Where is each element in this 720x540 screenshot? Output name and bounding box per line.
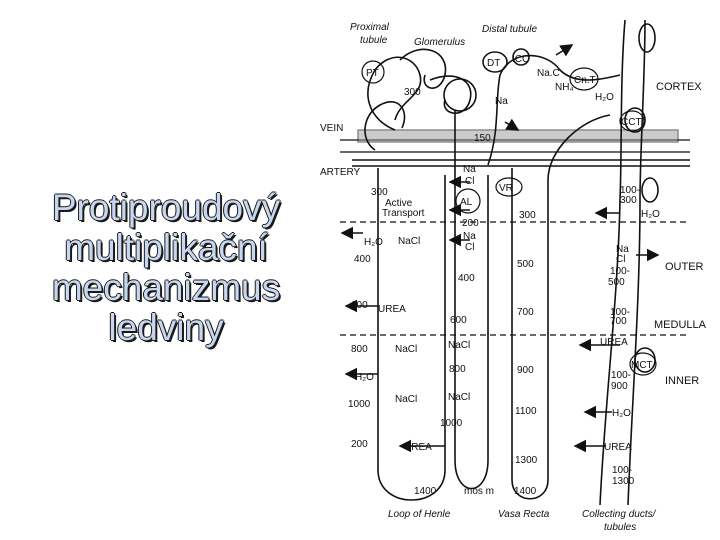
medulla-label: MEDULLA: [654, 319, 707, 331]
mct-label: MCT: [631, 360, 653, 371]
nacl-label-5: NaCl: [448, 392, 470, 403]
osm-vr-1100: 1100: [515, 406, 537, 417]
h2o-label-5: H₂O: [612, 408, 631, 419]
urea-label-2: UREA: [404, 442, 432, 453]
nacl-label-2: NaCl: [395, 344, 417, 355]
osm-vr-700: 700: [517, 307, 534, 318]
glomerulus-label: Glomerulus: [414, 37, 465, 48]
urea-label-4: UREA: [604, 442, 632, 453]
cct-label: CCT: [621, 117, 642, 128]
nh4-label: NH₄: [555, 82, 574, 93]
osm-al-200: 200: [462, 218, 479, 229]
cnt-label: Cn.T: [574, 75, 596, 86]
urea-label-3: UREA: [600, 337, 628, 348]
icc-label: ICC: [512, 54, 529, 65]
osm-al-600: 600: [450, 315, 467, 326]
tubules-label: tubules: [604, 522, 636, 533]
proximal-label: Proximal: [350, 22, 390, 33]
vein-band: [358, 130, 678, 142]
dt-label: DT: [487, 58, 500, 69]
h2o-label-3: H₂O: [595, 92, 614, 103]
cl-label-4: Cl: [616, 254, 625, 265]
osm-dt-150: 150: [474, 133, 491, 144]
osm-vr-500: 500: [517, 259, 534, 270]
osm-left-400: 400: [354, 254, 371, 265]
pt-label: PT: [366, 68, 379, 79]
nacl-label-4: NaCl: [448, 340, 470, 351]
osm-cd-100-b: 100-: [610, 266, 630, 277]
vein-label: VEIN: [320, 123, 343, 134]
vasa-recta-label: Vasa Recta: [498, 509, 550, 520]
osm-cd-700: 700: [610, 316, 627, 327]
cl-label-1: Cl: [465, 176, 474, 187]
osm-vr-300: 300: [519, 210, 536, 221]
artery-label: ARTERY: [320, 167, 361, 178]
osm-cd-100-e: 100-: [612, 465, 632, 476]
nacl-label-1: NaCl: [398, 236, 420, 247]
nacl-dt-arrow: [505, 122, 518, 130]
nac-label: Na.C: [537, 68, 560, 79]
icc-arrow: [556, 45, 572, 55]
osm-pt-300: 300: [404, 87, 421, 98]
h2o-label-1: H₂O: [364, 237, 383, 248]
osm-bottom-1400: 1400: [414, 486, 437, 497]
osm-cd-1300: 1300: [612, 476, 635, 487]
inner-label: INNER: [665, 375, 699, 387]
active-transport-label-2: Transport: [382, 208, 425, 219]
osm-vr-1400: 1400: [514, 486, 537, 497]
al-label: AL: [460, 197, 473, 208]
cortex-label: CORTEX: [656, 81, 702, 93]
osm-vr-1300: 1300: [515, 455, 538, 466]
distal-tubule: [483, 49, 620, 165]
h2o-label-4: H₂O: [641, 209, 660, 220]
nacl-label-3: NaCl: [395, 394, 417, 405]
osm-left-800: 800: [351, 344, 368, 355]
osm-cd-900: 900: [611, 381, 628, 392]
osm-left-300: 300: [371, 187, 388, 198]
vessels: [352, 130, 690, 166]
osm-al-400: 400: [458, 273, 475, 284]
osm-left-200: 200: [351, 439, 368, 450]
h2o-label-2: H₂O: [355, 372, 374, 383]
urea-label-1: UREA: [378, 304, 406, 315]
na-label-2: Na: [463, 231, 476, 242]
distal-tubule-label: Distal tubule: [482, 24, 537, 35]
collecting-ducts-label: Collecting ducts/: [582, 509, 657, 520]
outer-label: OUTER: [665, 261, 704, 273]
na-label-3: Na: [495, 96, 508, 107]
osm-left-600: 600: [351, 300, 368, 311]
cl-label-2: Cl: [465, 242, 474, 253]
loop-of-henle-label: Loop of Henle: [388, 509, 451, 520]
osm-cd-500: 500: [608, 277, 625, 288]
osm-al-1000: 1000: [440, 418, 463, 429]
osm-cd-100-d: 100-: [611, 370, 631, 381]
osm-left-1000: 1000: [348, 399, 371, 410]
vr-label: VR: [499, 183, 513, 194]
osm-al-800: 800: [449, 364, 466, 375]
osm-vr-900: 900: [517, 365, 534, 376]
na-label-1: Na: [463, 164, 476, 175]
osm-unit: mos m: [464, 486, 494, 497]
osm-cd-300: 300: [620, 195, 637, 206]
tubule-label: tubule: [360, 35, 388, 46]
